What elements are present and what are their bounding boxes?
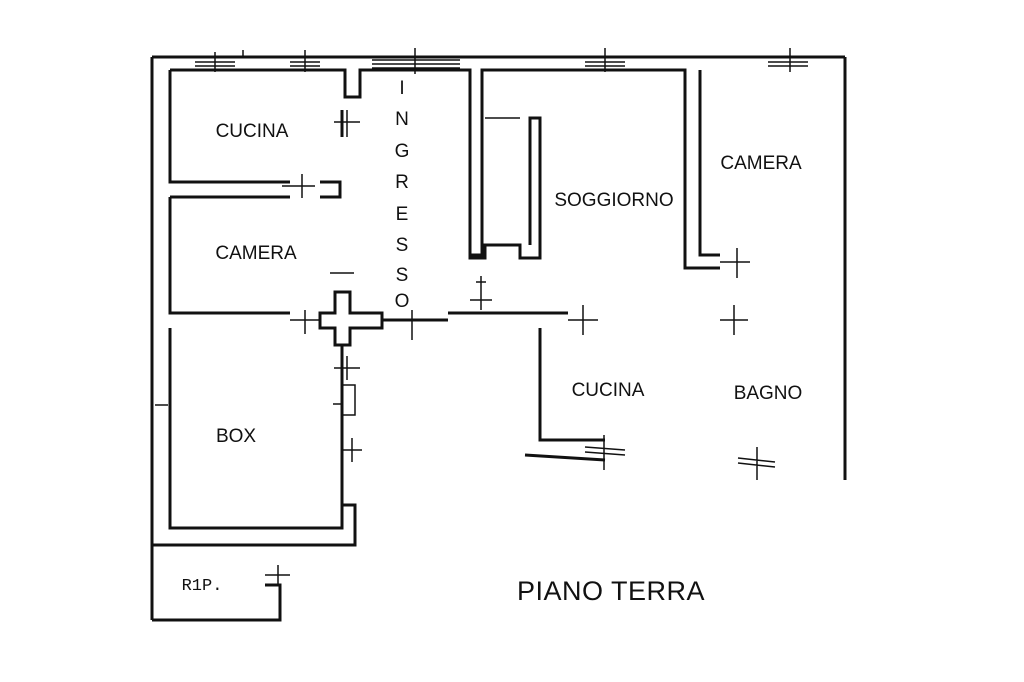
room-label-rip: R1P. (182, 577, 223, 596)
ingresso-letter-7: S (396, 265, 409, 286)
door-window-marks (155, 48, 808, 585)
ingresso-letter-5: E (396, 204, 409, 225)
room-label-box: BOX (216, 426, 256, 447)
door-mark-10 (342, 438, 362, 462)
door-mark-3 (290, 310, 320, 334)
window-mark-1 (195, 52, 235, 72)
ingresso-letter-6: S (396, 235, 409, 256)
ingresso-letter-2: N (395, 109, 409, 130)
window-mark-6 (768, 48, 808, 72)
soggiorno-right (683, 70, 720, 270)
room-label-cucina-left: CUCINA (216, 121, 289, 142)
cucina-right-walls (538, 328, 605, 442)
door-mark-8 (720, 248, 750, 278)
room-label-cucina-right: CUCINA (572, 380, 645, 401)
room-label-camera-right: CAMERA (720, 153, 802, 174)
ingresso-letter-3: G (395, 141, 410, 162)
window-mark-3 (290, 50, 320, 72)
door-mark-2 (282, 174, 315, 198)
door-mark-7 (720, 305, 748, 335)
outer-wall-top-inner (170, 68, 687, 268)
plan-title: PIANO TERRA (517, 576, 705, 606)
central-pillar (318, 290, 384, 347)
ingresso-letter-1: I (399, 78, 404, 99)
door-mark-9 (333, 356, 360, 416)
window-mark-8 (737, 447, 776, 480)
ingresso-letter-8: O (395, 291, 410, 312)
window-mark-4 (372, 48, 460, 74)
labels: CUCINA CAMERA SOGGIORNO CAMERA CUCINA BA… (182, 78, 803, 606)
stair-wall (468, 70, 542, 260)
camera-right-walls (698, 70, 720, 257)
bottom-slanted-wall (524, 453, 606, 462)
rip-door-mark (265, 565, 290, 585)
room-label-bagno: BAGNO (734, 383, 803, 404)
rip-room (152, 583, 282, 622)
window-mark-7 (584, 435, 626, 470)
inner-wall-left (168, 70, 290, 184)
room-label-camera-left: CAMERA (215, 243, 297, 264)
door-mark-1 (334, 110, 360, 137)
ingresso-letter-4: R (395, 172, 409, 193)
window-mark-5 (585, 48, 625, 72)
door-mark-5 (470, 276, 492, 310)
walls (150, 55, 847, 622)
room-label-soggiorno: SOGGIORNO (554, 190, 673, 211)
door-mark-6 (568, 305, 598, 335)
